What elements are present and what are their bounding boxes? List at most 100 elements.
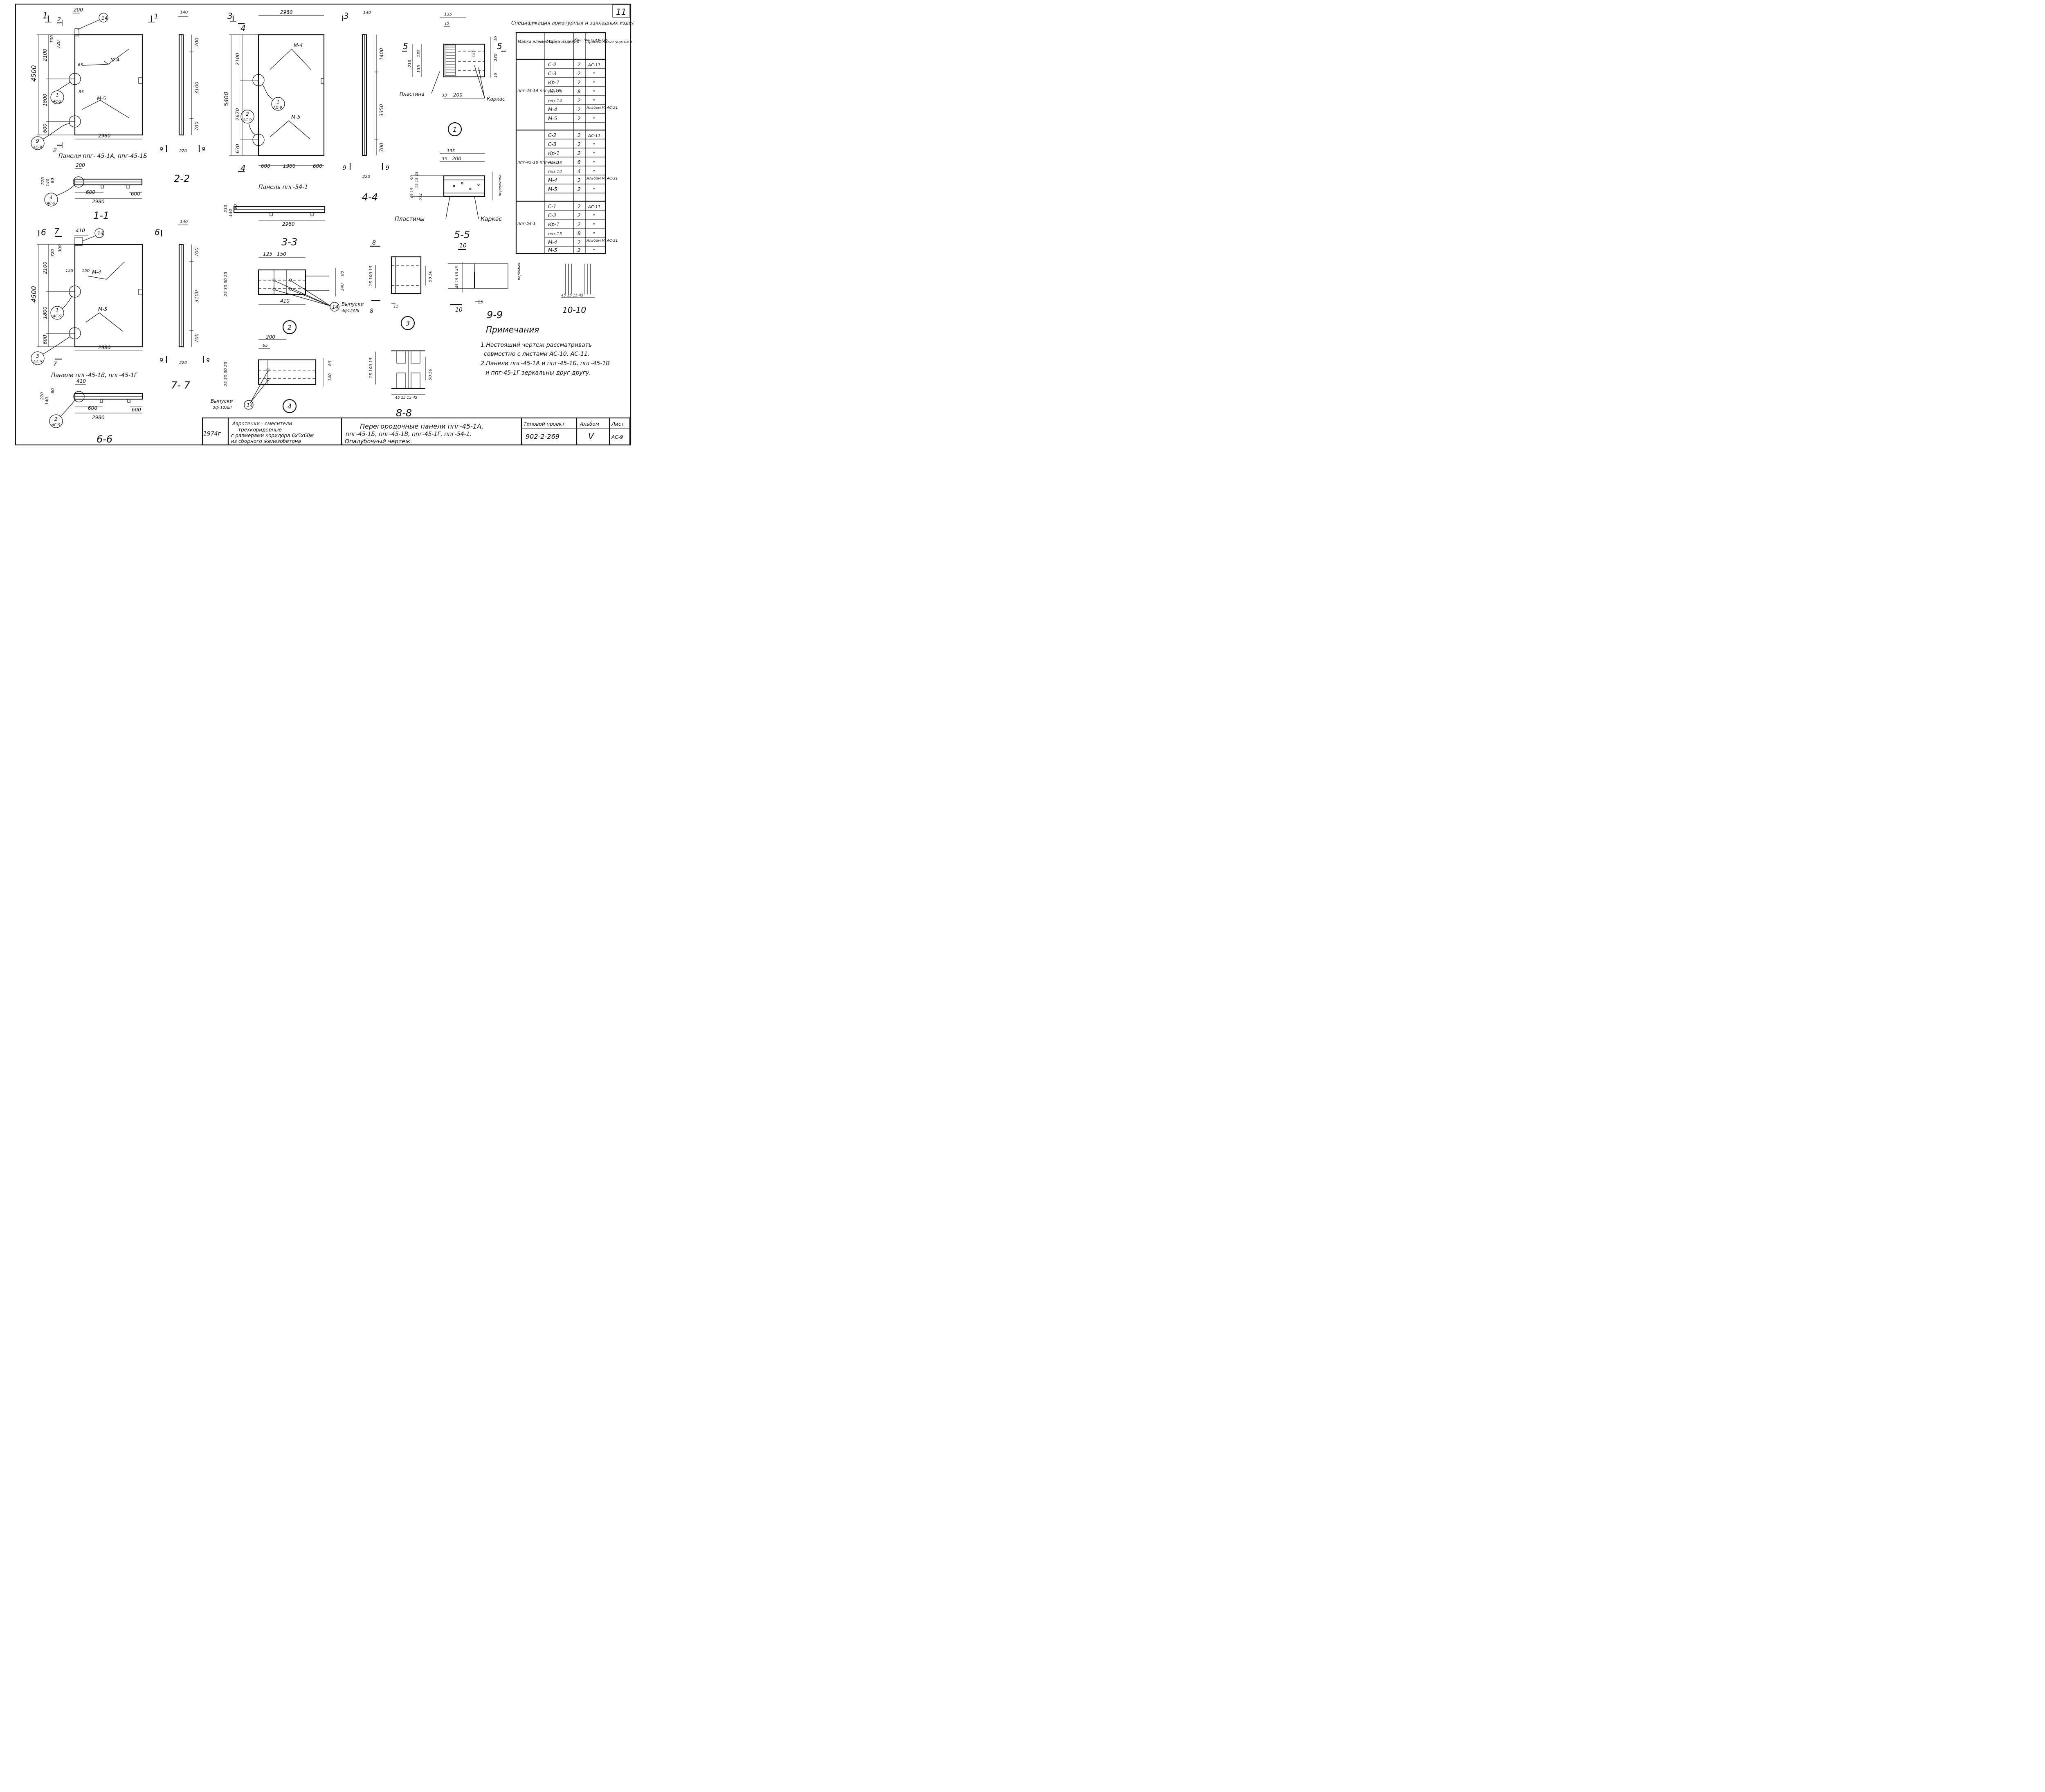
svg-text:10: 10 (459, 243, 467, 249)
svg-text:М-4: М-4 (548, 177, 557, 183)
svg-text:4ф12АIII: 4ф12АIII (342, 309, 359, 313)
svg-text:50 50: 50 50 (428, 270, 433, 282)
svg-text:2: 2 (578, 132, 581, 138)
svg-text:ппг-54-1: ппг-54-1 (517, 222, 536, 226)
svg-text:600: 600 (313, 163, 322, 169)
svg-text:220: 220 (41, 177, 45, 185)
svg-text:1800: 1800 (42, 94, 48, 106)
svg-text:2: 2 (578, 62, 581, 67)
svg-text:45 15: 45 15 (410, 188, 414, 198)
svg-text:1: 1 (453, 126, 457, 133)
svg-text:10: 10 (494, 73, 498, 78)
svg-text:М-5: М-5 (98, 306, 107, 312)
svg-text:700: 700 (194, 333, 200, 343)
svg-text:14: 14 (247, 402, 253, 408)
svg-text:9: 9 (343, 165, 346, 171)
svg-text:220: 220 (179, 361, 187, 365)
svg-text:4: 4 (578, 168, 581, 174)
svg-text:2980: 2980 (282, 221, 295, 227)
svg-text:140: 140 (340, 283, 345, 291)
svg-text:Альбом: Альбом (580, 421, 599, 427)
svg-text:65: 65 (78, 63, 83, 67)
svg-text:3100: 3100 (194, 290, 200, 303)
svg-text:2980: 2980 (98, 133, 111, 139)
detail-2: 125 150 25 30 30 25 80 140 410 14 Выпуск… (224, 251, 364, 335)
svg-text:Опалубочный чертеж.: Опалубочный чертеж. (345, 438, 412, 445)
svg-text:15: 15 (478, 300, 483, 305)
svg-text:4: 4 (288, 402, 292, 410)
svg-text:8: 8 (578, 159, 581, 165)
section-4-4: 3 140 1400 3350 700 220 9 9 4-4 (342, 11, 389, 203)
svg-text:": " (593, 232, 595, 236)
svg-text:10: 10 (455, 307, 463, 313)
svg-text:902-2-269: 902-2-269 (526, 433, 560, 440)
svg-text:АС-9: АС-9 (33, 360, 42, 364)
svg-text:700: 700 (194, 121, 200, 131)
svg-text:": " (593, 188, 595, 192)
svg-text:Пластины: Пластины (395, 216, 425, 222)
svg-text:410: 410 (76, 378, 86, 384)
svg-text:720: 720 (51, 249, 55, 257)
svg-text:2.Панели ппг-45-1А и ппг-45-1Б: 2.Панели ппг-45-1А и ппг-45-1Б, ппг-45-1… (481, 360, 610, 367)
svg-text:2: 2 (578, 222, 581, 227)
section-7-7: 140 700 3100 700 220 9 9 7- 7 (160, 220, 210, 391)
detail-4: 200 65 25 30 30 25 80 140 14 Выпуски 2ф … (211, 334, 333, 413)
svg-text:9: 9 (202, 146, 205, 153)
svg-text:Аэротенки - смесители: Аэротенки - смесители (232, 421, 292, 427)
svg-text:С-3: С-3 (548, 141, 556, 147)
svg-text:АС-9: АС-9 (52, 100, 62, 104)
svg-text:700: 700 (194, 247, 200, 257)
svg-text:140: 140 (229, 209, 233, 217)
svg-text:1800: 1800 (42, 306, 48, 319)
panel-45-1v-view: 6 7 7 6 410 4500 2100 1800 600 300 720 1… (30, 227, 162, 379)
section-10-10-label: 10-10 (562, 305, 586, 315)
svg-text:М-5: М-5 (97, 96, 106, 101)
svg-text:600: 600 (86, 189, 95, 195)
svg-text:2: 2 (578, 98, 581, 103)
svg-text:8: 8 (372, 240, 376, 246)
svg-text:200: 200 (453, 92, 463, 98)
svg-text:135: 135 (417, 65, 421, 73)
svg-text:135: 135 (447, 149, 455, 153)
section-8-8-label: 8-8 (396, 407, 412, 419)
svg-text:2980: 2980 (92, 199, 105, 204)
svg-text:600: 600 (261, 163, 270, 169)
svg-text:М-5: М-5 (548, 247, 557, 253)
svg-text:135: 135 (444, 12, 452, 17)
svg-text:М-4: М-4 (110, 57, 119, 63)
svg-text:Кол. чество штук: Кол. чество штук (574, 38, 608, 42)
svg-text:230: 230 (494, 54, 498, 61)
svg-text:Каркас: Каркас (481, 216, 502, 222)
svg-text:140: 140 (328, 373, 333, 381)
svg-text:3: 3 (344, 11, 349, 21)
svg-text:АС-9: АС-9 (33, 146, 42, 150)
svg-text:АС-9: АС-9 (52, 314, 62, 319)
svg-text:АС-9: АС-9 (51, 423, 61, 427)
svg-text:700: 700 (379, 143, 384, 152)
svg-text:поз.14: поз.14 (548, 170, 562, 174)
svg-text:3: 3 (36, 353, 39, 359)
notes-block: Примечания 1.Настоящий чертеж рассматрив… (481, 325, 610, 376)
svg-text:125: 125 (472, 50, 476, 57)
section-3-3-label: 3-3 (281, 236, 297, 248)
svg-text:Выпуски: Выпуски (211, 398, 233, 404)
detail-1: 5 5 135 15 210 135 135 125 230 10 10 33 … (400, 12, 506, 137)
svg-text:2: 2 (288, 323, 292, 331)
svg-text:5400: 5400 (223, 92, 230, 106)
svg-text:9: 9 (206, 357, 210, 364)
svg-text:АС-9: АС-9 (46, 202, 56, 206)
svg-text:2: 2 (246, 111, 249, 117)
svg-text:90: 90 (410, 175, 414, 180)
svg-text:": " (593, 152, 595, 156)
svg-text:2: 2 (578, 186, 581, 192)
svg-text:": " (593, 170, 595, 174)
svg-text:С-3: С-3 (548, 71, 556, 76)
svg-text:45 15 15 45: 45 15 15 45 (455, 266, 459, 288)
svg-text:150: 150 (277, 251, 286, 257)
svg-text:2ф 12АIII: 2ф 12АIII (213, 406, 232, 410)
svg-text:2980: 2980 (92, 415, 105, 420)
svg-text:2: 2 (578, 247, 581, 253)
svg-text:1: 1 (154, 12, 158, 20)
svg-text:3350: 3350 (379, 104, 384, 117)
svg-text:4: 4 (49, 195, 53, 200)
